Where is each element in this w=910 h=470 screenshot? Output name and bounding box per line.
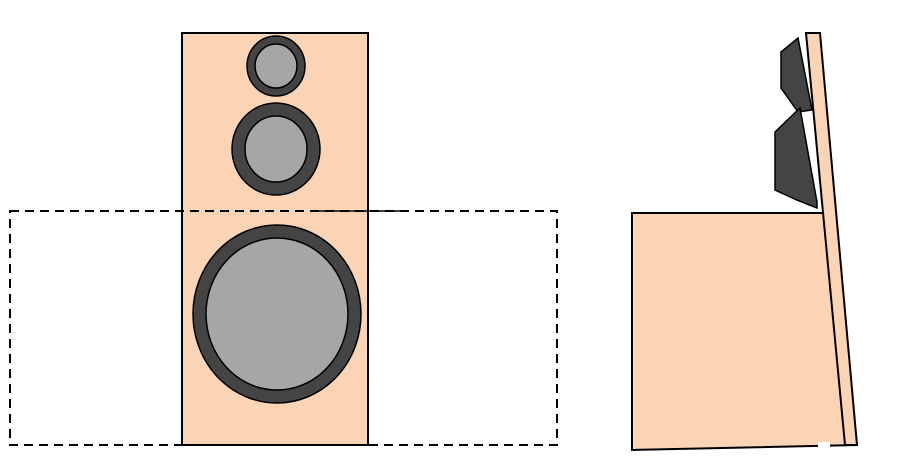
dashed-boundary xyxy=(9,210,558,446)
driver-housing-upper xyxy=(780,36,813,113)
sloped-baffle xyxy=(804,32,859,446)
front-view xyxy=(181,32,369,446)
side-view xyxy=(631,32,859,452)
woofer-driver xyxy=(192,224,362,404)
bottom-notch xyxy=(818,442,830,448)
midrange-driver xyxy=(231,102,321,196)
side-cabinet xyxy=(631,212,859,452)
driver-housing-lower xyxy=(774,106,818,210)
tweeter-driver xyxy=(246,35,306,97)
woofer-cone xyxy=(205,237,349,391)
tweeter-cone xyxy=(254,43,298,89)
midrange-cone xyxy=(244,115,308,183)
